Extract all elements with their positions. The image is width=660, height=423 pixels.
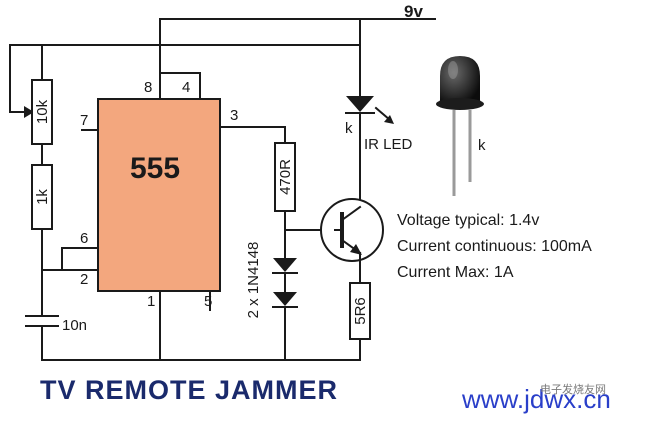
watermark-url: www.jdwx.cn bbox=[461, 384, 611, 414]
capacitor-label: 10n bbox=[62, 317, 87, 334]
pin-7-label: 7 bbox=[80, 112, 88, 129]
watermark-overlay: 电子发烧友网 bbox=[540, 382, 606, 396]
supply-rail bbox=[9, 18, 436, 118]
resistor-1k-label: 1k bbox=[34, 189, 51, 205]
diagram-title: TV REMOTE JAMMER bbox=[40, 375, 338, 405]
diode-2 bbox=[272, 292, 298, 308]
pin3-output bbox=[219, 126, 286, 144]
photo-k-label: k bbox=[478, 137, 486, 154]
pin-4-label: 4 bbox=[182, 79, 190, 96]
ic-555 bbox=[97, 98, 221, 292]
resistor-470r-label: 470R bbox=[277, 159, 294, 195]
ir-led bbox=[345, 96, 394, 124]
pin-5-label: 5 bbox=[204, 293, 212, 310]
spec-current-max: Current Max: 1A bbox=[397, 264, 514, 281]
supply-label: 9v bbox=[404, 2, 423, 21]
led-k-label: k bbox=[345, 120, 353, 137]
diodes-label: 2 x 1N4148 bbox=[245, 242, 262, 319]
pin-8-label: 8 bbox=[144, 79, 152, 96]
ic-name: 555 bbox=[130, 152, 180, 185]
ground-rail bbox=[41, 290, 361, 361]
resistor-5r6-label: 5R6 bbox=[352, 297, 369, 325]
pin-3-label: 3 bbox=[230, 107, 238, 124]
pin-6-label: 6 bbox=[80, 230, 88, 247]
led-label: IR LED bbox=[364, 136, 413, 153]
pin4-link bbox=[159, 72, 201, 100]
transistor-npn bbox=[320, 198, 384, 262]
pin-2-label: 2 bbox=[80, 271, 88, 288]
pot-label: 10k bbox=[34, 99, 51, 124]
spec-current-continuous: Current continuous: 100mA bbox=[397, 238, 592, 255]
diode-1 bbox=[272, 258, 298, 274]
pin-1-label: 1 bbox=[147, 293, 155, 310]
spec-voltage: Voltage typical: 1.4v bbox=[397, 212, 539, 229]
capacitor-10n bbox=[25, 315, 59, 327]
ir-led-photo bbox=[436, 56, 484, 196]
